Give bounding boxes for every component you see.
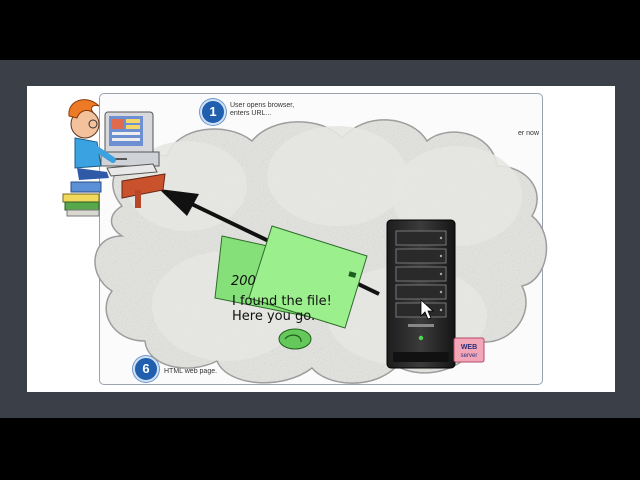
- badge-line-2: server: [461, 353, 478, 359]
- slide-frame: 1 User opens browser, enters URL... er n…: [0, 60, 640, 418]
- step-1-line1: User opens browser,: [230, 102, 295, 109]
- step-6-badge: 6: [133, 356, 159, 382]
- note-line-2: Here you go.: [232, 309, 315, 324]
- web-server-badge: WEB server: [453, 337, 485, 363]
- status-code-label: 200: [231, 274, 256, 289]
- step-3-text-fragment: er now: [518, 130, 540, 137]
- diagram-overlay: 200 I found the file! Here you go.: [62, 99, 548, 384]
- step-1-badge: 1: [200, 99, 226, 125]
- step-6-line2: HTML web page.: [164, 368, 218, 375]
- mouse-pointer-icon: [420, 299, 435, 320]
- badge-line-1: WEB: [461, 344, 477, 351]
- response-note-scroll: 200 I found the file! Here you go.: [214, 225, 368, 350]
- slide-canvas: 1 User opens browser, enters URL... er n…: [27, 86, 615, 392]
- user-at-computer-illustration: [62, 99, 166, 217]
- note-line-1: I found the file!: [232, 294, 332, 309]
- web-server-tower: [386, 219, 456, 369]
- step-1-line2: enters URL...: [230, 110, 272, 117]
- step-1-text: User opens browser, enters URL...: [230, 102, 320, 118]
